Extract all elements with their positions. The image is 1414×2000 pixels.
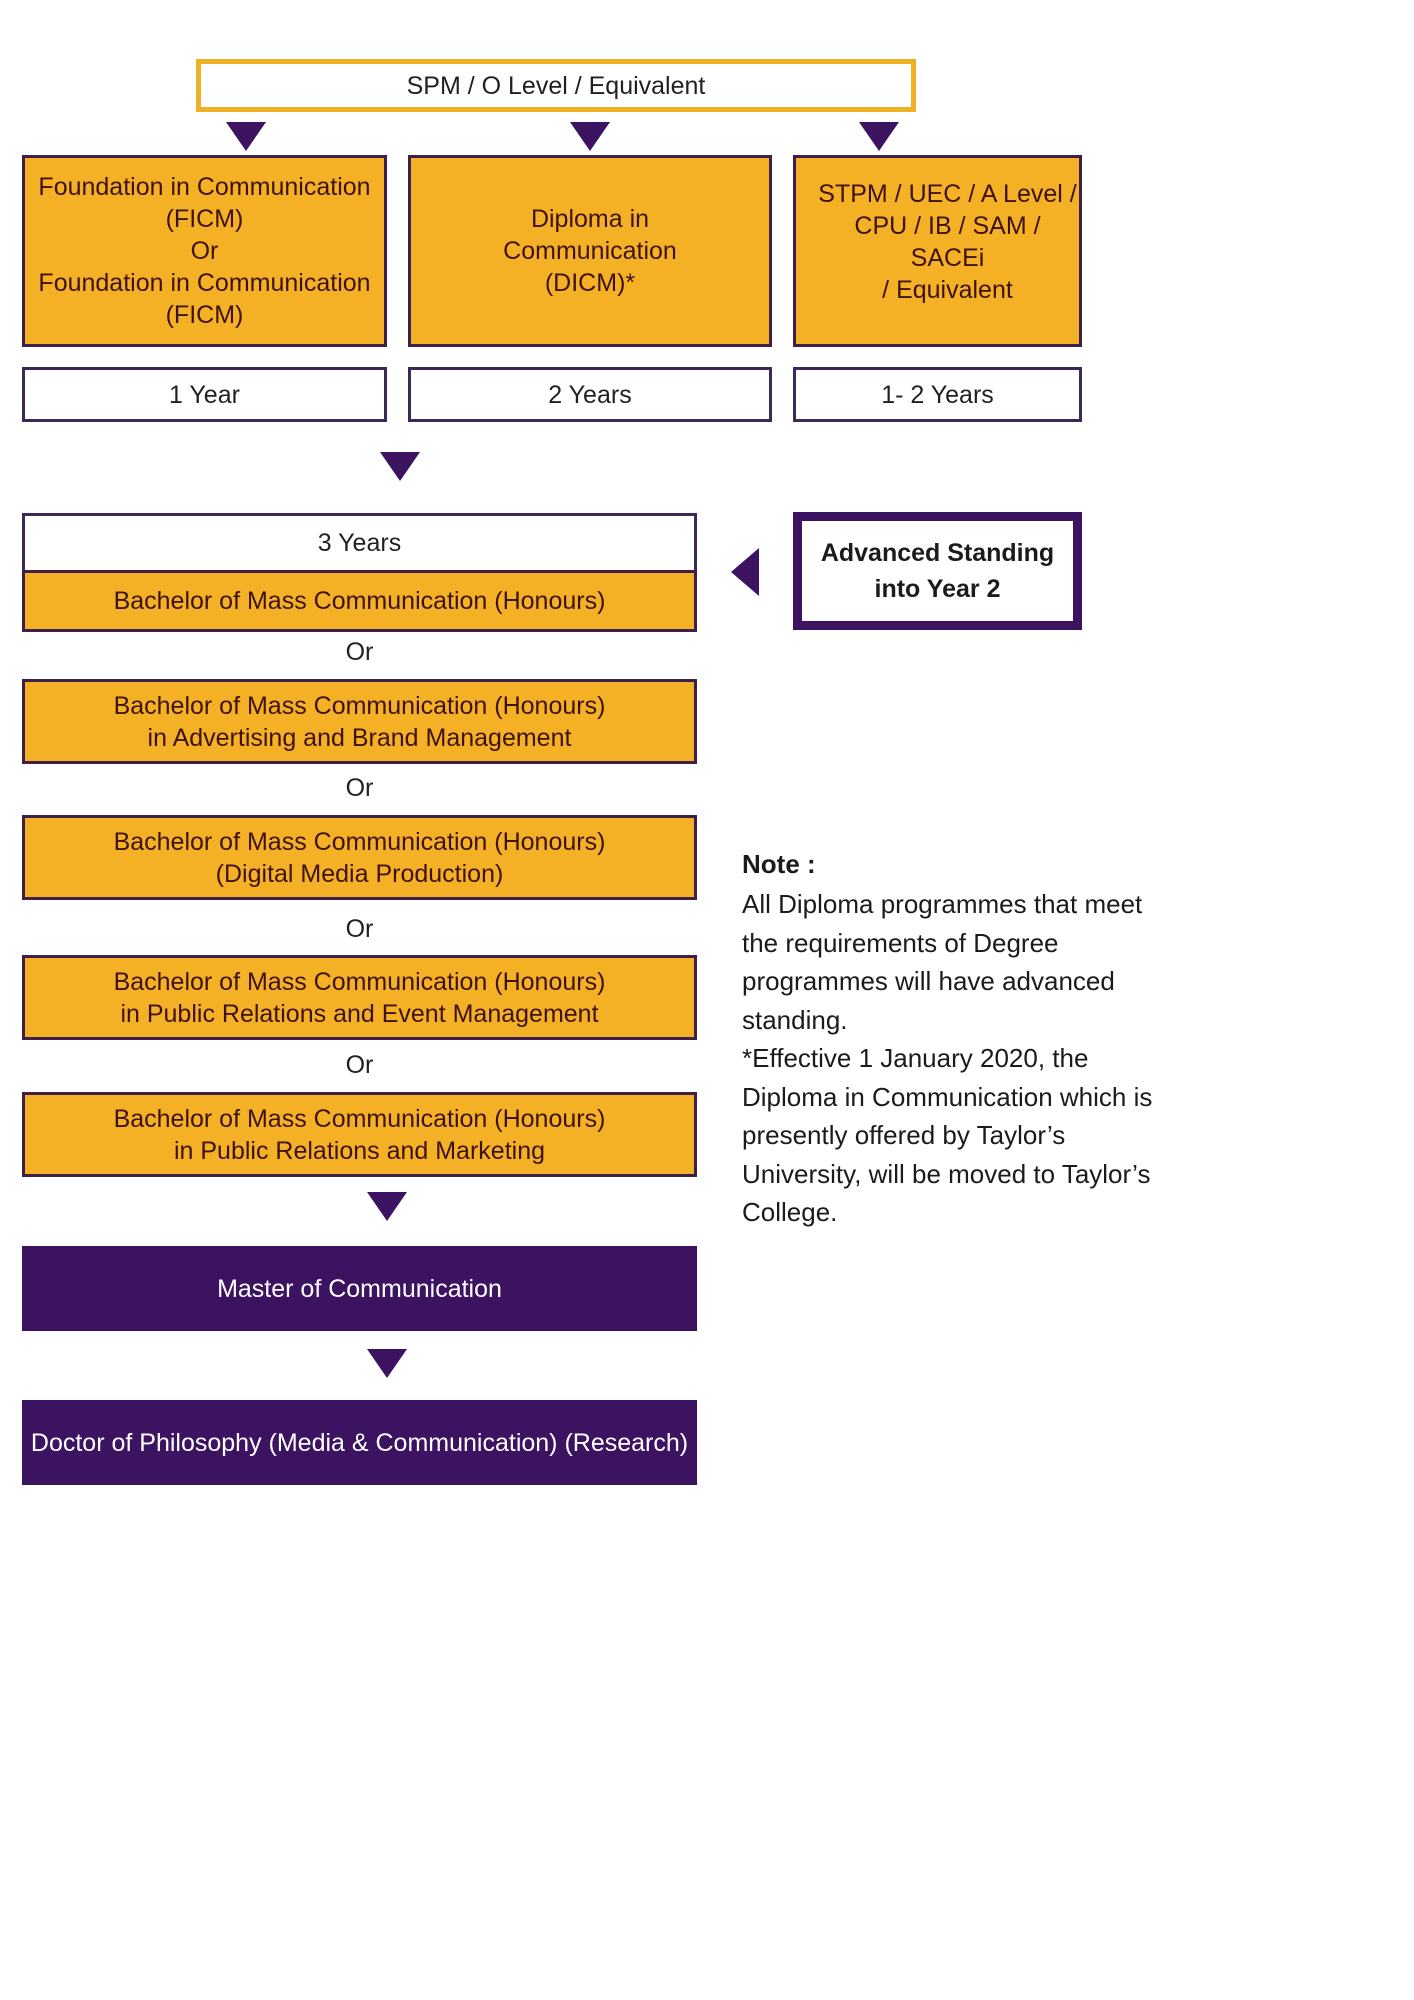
degree-option-label-4: Bachelor of Mass Communication (Honours)… [113,1104,606,1165]
pathway-box-diploma: Diploma in Communication (DICM)* [408,155,772,347]
arrow-master-to-phd [367,1349,407,1378]
degree-option-box-4: Bachelor of Mass Communication (Honours)… [22,1092,697,1177]
note-title: Note : [742,849,816,879]
or-separator-1: Or [22,774,697,803]
degree-option-box-2: Bachelor of Mass Communication (Honours)… [22,815,697,900]
degree-option-box-0: Bachelor of Mass Communication (Honours) [22,570,697,632]
note-body: All Diploma programmes that meet the req… [742,889,1153,1228]
or-separator-label-3: Or [345,1051,374,1079]
or-separator-0: Or [22,638,697,667]
pathway-label-foundation: Foundation in Communication (FICM) Or Fo… [38,173,371,329]
degree-duration-box: 3 Years [22,513,697,570]
duration-box-foundation: 1 Year [22,367,387,422]
duration-box-preuniversity: 1- 2 Years [793,367,1082,422]
postgraduate-box-master: Master of Communication [22,1246,697,1331]
entry-qualification-label: SPM / O Level / Equivalent [406,71,706,100]
note-panel: Note : All Diploma programmes that meet … [742,845,1172,1232]
degree-option-box-3: Bachelor of Mass Communication (Honours)… [22,955,697,1040]
or-separator-label-2: Or [345,915,374,943]
degree-option-label-0: Bachelor of Mass Communication (Honours) [113,587,606,615]
arrow-pathways-to-degree [380,452,420,481]
arrow-entry-to-preu [859,122,899,151]
postgraduate-label-master: Master of Communication [217,1274,502,1303]
postgraduate-box-phd: Doctor of Philosophy (Media & Communicat… [22,1400,697,1485]
arrow-entry-to-diploma [570,122,610,151]
duration-label-diploma: 2 Years [548,380,632,409]
entry-qualification-box: SPM / O Level / Equivalent [196,59,916,112]
or-separator-3: Or [22,1051,697,1080]
pathway-box-preuniversity: STPM / UEC / A Level / CPU / IB / SAM / … [793,155,1082,347]
postgraduate-label-phd: Doctor of Philosophy (Media & Communicat… [30,1428,689,1457]
or-separator-label-0: Or [345,638,374,666]
pathway-label-diploma: Diploma in Communication (DICM)* [503,205,677,297]
degree-option-label-1: Bachelor of Mass Communication (Honours)… [113,691,606,752]
arrow-advanced-standing [731,548,759,596]
duration-label-foundation: 1 Year [169,380,240,409]
arrow-degree-to-master [367,1192,407,1221]
or-separator-2: Or [22,915,697,944]
pathway-label-preuniversity: STPM / UEC / A Level / CPU / IB / SAM / … [818,180,1077,304]
degree-option-box-1: Bachelor of Mass Communication (Honours)… [22,679,697,764]
or-separator-label-1: Or [345,774,374,802]
duration-label-preuniversity: 1- 2 Years [881,380,994,409]
degree-option-label-2: Bachelor of Mass Communication (Honours)… [113,827,606,888]
advanced-standing-box: Advanced Standing into Year 2 [793,512,1082,630]
degree-duration-label: 3 Years [317,529,402,557]
duration-box-diploma: 2 Years [408,367,772,422]
arrow-entry-to-foundation [226,122,266,151]
advanced-standing-label: Advanced Standing into Year 2 [820,538,1055,603]
degree-option-label-3: Bachelor of Mass Communication (Honours)… [113,967,606,1028]
pathway-box-foundation: Foundation in Communication (FICM) Or Fo… [22,155,387,347]
